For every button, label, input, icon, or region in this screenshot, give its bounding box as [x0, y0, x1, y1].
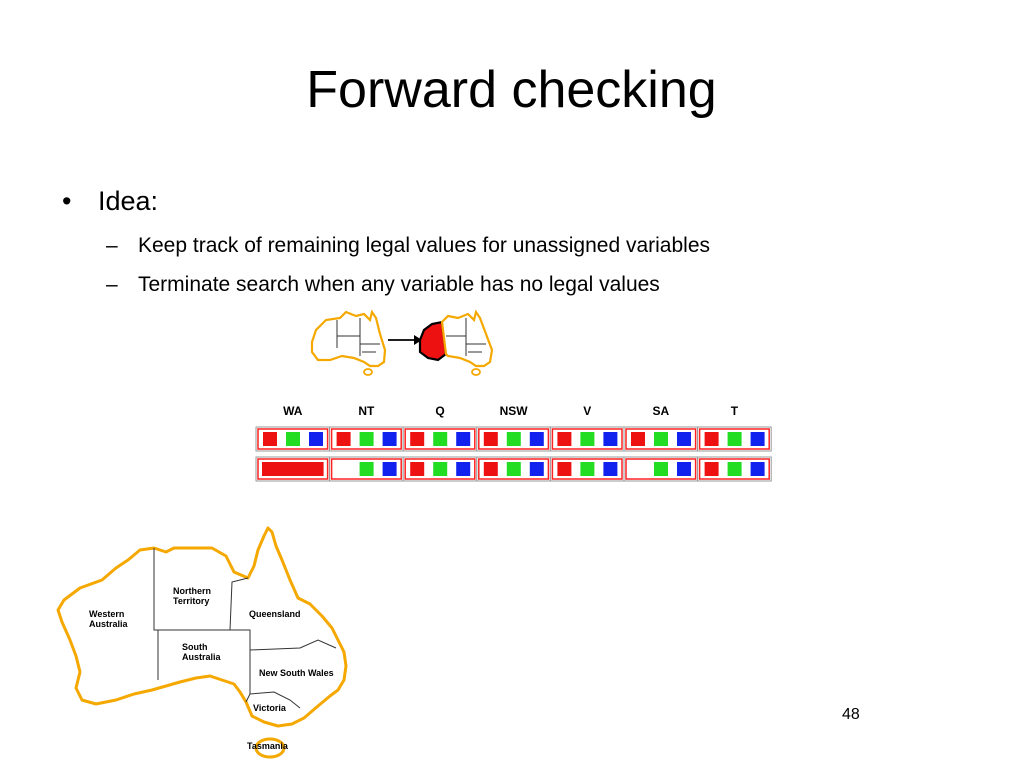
domain-value-green: [359, 462, 374, 476]
bullet-text: Idea:: [98, 186, 159, 216]
domain-cell-outline: [330, 428, 402, 450]
domain-value-red: [557, 462, 572, 476]
mini-map-wa-red: [418, 320, 448, 362]
domain-value-green: [580, 432, 595, 446]
dash-symbol: –: [106, 273, 118, 296]
assigned-value-red: [262, 462, 324, 476]
domain-value-blue: [603, 432, 618, 446]
domain-value-blue: [382, 432, 397, 446]
map-label-wa-2: Australia: [89, 619, 129, 629]
slide-title: Forward checking: [306, 61, 717, 119]
sub-bullet-text: Terminate search when any variable has n…: [138, 273, 660, 296]
domain-cell-outline: [625, 458, 697, 480]
domain-value-green: [580, 462, 595, 476]
domain-cell-outline: [257, 428, 329, 450]
map-label-wa-1: Western: [89, 609, 124, 619]
domain-cell-outline: [551, 458, 623, 480]
page-number: 48: [842, 706, 860, 723]
mini-map-tasmania: [363, 368, 373, 376]
domain-value-red: [483, 432, 498, 446]
domain-cell-outline: [478, 458, 550, 480]
domain-value-red: [410, 462, 425, 476]
domain-value-blue: [750, 462, 765, 476]
australia-map: Western Australia Northern Territory Que…: [56, 526, 348, 759]
variable-label-sa: SA: [652, 404, 669, 418]
domain-value-blue: [456, 462, 471, 476]
domain-value-red: [704, 432, 719, 446]
domain-cell-outline: [698, 458, 770, 480]
domain-cell-outline: [551, 428, 623, 450]
domain-value-blue: [603, 462, 618, 476]
domain-value-blue: [382, 462, 397, 476]
variable-label-t: T: [731, 404, 739, 418]
domain-value-green: [654, 462, 668, 476]
domain-value-green: [506, 462, 521, 476]
arrow-icon: [388, 335, 422, 345]
domain-value-green: [286, 432, 300, 446]
domain-value-blue: [750, 432, 765, 446]
sub-bullet-1: –Keep track of remaining legal values fo…: [106, 234, 710, 258]
map-label-t: Tasmania: [247, 741, 289, 751]
domain-value-blue: [677, 462, 691, 476]
domain-value-red: [557, 432, 572, 446]
domain-value-green: [433, 462, 448, 476]
domain-cell-outline: [257, 458, 329, 480]
domain-value-red: [263, 432, 277, 446]
map-label-v: Victoria: [253, 703, 287, 713]
bullet-item: • Idea:: [62, 186, 158, 217]
variable-label-q: Q: [435, 404, 444, 418]
domain-value-green: [727, 462, 742, 476]
variable-label-wa: WA: [283, 404, 303, 418]
map-label-sa-1: South: [182, 642, 208, 652]
map-label-sa-2: Australia: [182, 652, 222, 662]
mini-map-borders: [336, 318, 380, 356]
variable-label-nsw: NSW: [500, 404, 529, 418]
domain-value-blue: [529, 432, 544, 446]
map-outline: [56, 526, 348, 728]
domain-cell-outline: [625, 428, 697, 450]
domain-value-green: [654, 432, 668, 446]
domain-value-green: [359, 432, 374, 446]
sub-bullet-2: –Terminate search when any variable has …: [106, 273, 660, 297]
mini-map-outline: [440, 309, 494, 368]
mini-map-outline: [310, 309, 387, 368]
sub-bullet-text: Keep track of remaining legal values for…: [138, 234, 710, 257]
domain-value-green: [506, 432, 521, 446]
map-label-nt-1: Northern: [173, 586, 211, 596]
domain-value-blue: [309, 432, 323, 446]
variable-label-nt: NT: [358, 404, 375, 418]
domain-cell-outline: [404, 428, 476, 450]
map-tasmania: [254, 737, 286, 759]
map-label-q: Queensland: [249, 609, 301, 619]
map-label-nt-2: Territory: [173, 596, 209, 606]
domain-cell-outline: [330, 458, 402, 480]
domain-value-blue: [677, 432, 691, 446]
domain-value-red: [410, 432, 425, 446]
domain-cell-outline: [698, 428, 770, 450]
domain-value-red: [336, 432, 351, 446]
domain-table: WA NT Q NSW V SA T: [255, 404, 772, 482]
mini-map-before: [310, 309, 387, 376]
domain-value-red: [631, 432, 645, 446]
dash-symbol: –: [106, 234, 118, 257]
domain-cell-outline: [478, 428, 550, 450]
mini-map-borders: [446, 318, 486, 356]
bullet-dot: •: [62, 186, 72, 216]
domain-value-red: [483, 462, 498, 476]
domain-value-green: [727, 432, 742, 446]
domain-value-red: [704, 462, 719, 476]
domain-value-green: [433, 432, 448, 446]
mini-map-after: [418, 309, 494, 376]
mini-map-tasmania: [471, 368, 481, 376]
domain-value-blue: [529, 462, 544, 476]
map-label-nsw: New South Wales: [259, 668, 334, 678]
map-borders: [153, 548, 337, 709]
domain-cell-outline: [404, 458, 476, 480]
variable-label-v: V: [583, 404, 591, 418]
domain-value-blue: [456, 432, 471, 446]
